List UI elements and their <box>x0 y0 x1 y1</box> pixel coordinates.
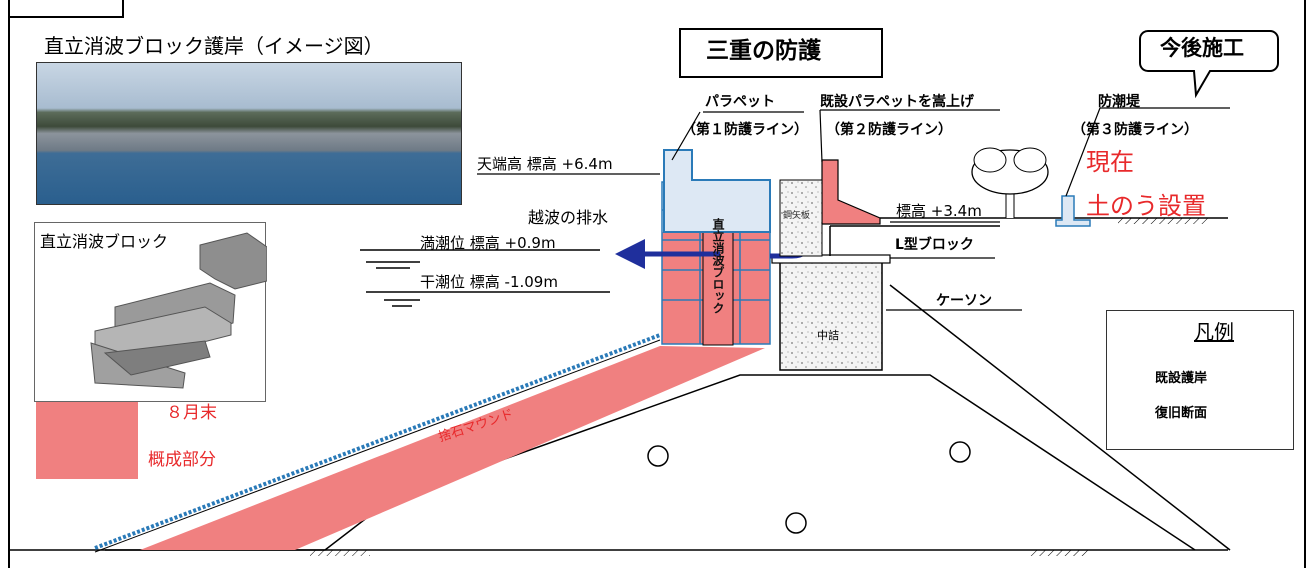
legend-item-existing: 既設護岸 <box>1155 371 1208 386</box>
high-tide-label: 満潮位 標高 +0.9m <box>420 234 556 252</box>
crown-elevation: 天端高 標高 +6.4m <box>477 155 613 173</box>
line1-label: パラペット <box>705 94 775 110</box>
future-works-label: 今後施工 <box>1160 36 1244 60</box>
legend-box <box>1106 310 1294 450</box>
leader-lines <box>477 107 1230 311</box>
figure-frame <box>8 0 1306 568</box>
seawall-photo <box>36 62 462 205</box>
ground-hatch-bottom <box>1030 550 1090 556</box>
caisson-cap <box>771 254 891 264</box>
l-block-label: L型ブロック <box>895 237 974 253</box>
progress-swatch <box>36 402 138 479</box>
backfill <box>779 179 823 257</box>
armor-stone-edge <box>94 339 661 553</box>
photo-caption: 直立消波ブロック護岸（イメージ図） <box>44 34 384 58</box>
block-inset-label: 直立消波ブロック <box>40 232 169 251</box>
right-slope <box>889 284 1231 551</box>
line1-sub: （第１防護ライン） <box>682 122 808 138</box>
low-tide-label: 干潮位 標高 -1.09m <box>420 273 558 291</box>
line3-sub: （第３防護ライン） <box>1072 122 1198 138</box>
caisson-label: ケーソン <box>936 293 992 309</box>
future-works-bubble <box>1139 30 1279 99</box>
status-sandbags: 土のう設置 <box>1086 192 1206 220</box>
ground-elevation: 標高 +3.4m <box>896 202 982 220</box>
completed-rubble-mound <box>140 346 765 550</box>
ground-hatch-right <box>1118 218 1208 224</box>
vertical-block-label: 直立消波ブロック <box>711 218 725 314</box>
mound-stones <box>647 441 971 534</box>
line2-label: 既設パラペットを嵩上げ <box>820 94 974 110</box>
levee-line3 <box>1055 195 1091 227</box>
legend-item-restored: 復旧断面 <box>1155 406 1208 421</box>
water-levels <box>360 249 610 307</box>
progress-line1: ８月末 <box>166 403 217 423</box>
status-current: 現在 <box>1086 148 1134 176</box>
title-tab <box>8 0 124 18</box>
title-box <box>679 28 883 78</box>
ground-hatch-left <box>310 550 370 556</box>
fill-label: 中詰 <box>817 329 839 342</box>
block-inset <box>34 222 268 402</box>
line2-sub: （第２防護ライン） <box>826 122 952 138</box>
parapet-line1 <box>663 149 771 233</box>
tree-illustration <box>971 147 1049 218</box>
caisson <box>779 261 883 371</box>
line3-label: 防潮堤 <box>1098 94 1140 110</box>
vertical-mat-label: 鋼矢板 <box>783 211 811 221</box>
diagram-title: 三重の防護 <box>706 38 821 64</box>
armor-stone-slope <box>94 333 661 550</box>
legend-title: 凡例 <box>1194 320 1234 344</box>
block-3d-illustration <box>90 232 268 389</box>
wave-drainage-label: 越波の排水 <box>528 208 609 227</box>
progress-line2: 概成部分 <box>148 450 216 470</box>
